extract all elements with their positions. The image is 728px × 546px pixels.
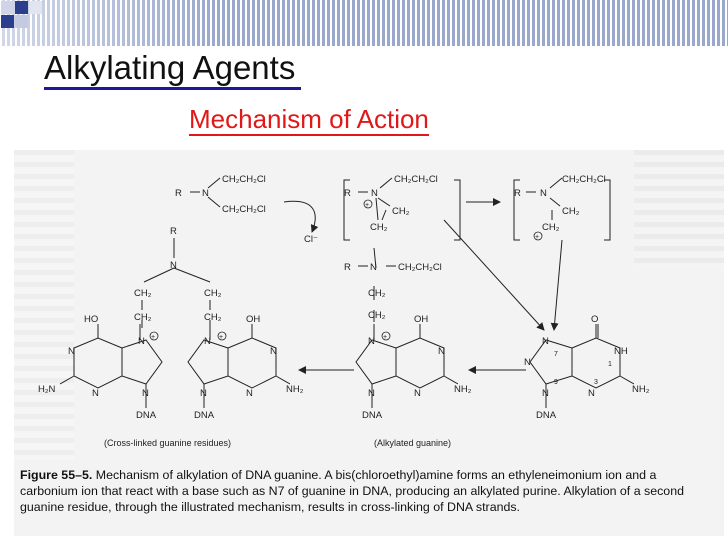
position-1: 1 xyxy=(608,361,612,368)
mustard-n: N xyxy=(202,188,209,199)
positive-charge-icon xyxy=(217,331,227,341)
position-7: 7 xyxy=(554,351,558,358)
alkyl-arm: CH₂CH₂Cl xyxy=(398,262,442,273)
header-stripe-bar xyxy=(0,0,728,46)
crosslink-n: N xyxy=(170,260,177,271)
guanine-nh: NH xyxy=(614,346,628,357)
xg1-n7: N xyxy=(138,336,145,347)
corner-square xyxy=(1,15,14,28)
chloride-ion: Cl⁻ xyxy=(304,234,318,245)
carbonium-r: R xyxy=(514,188,521,199)
xg2-n3: N xyxy=(246,388,253,399)
carbonium-ch2-right: CH₂ xyxy=(562,206,580,217)
positive-charge-sign: + xyxy=(383,334,387,341)
aziridinium-r: R xyxy=(344,188,351,199)
crosslink-ch2-left-upper: CH₂ xyxy=(134,288,152,299)
carbonium-arm: CH₂CH₂Cl xyxy=(562,174,606,185)
guanine-dna: DNA xyxy=(536,410,557,421)
positive-charge-sign: + xyxy=(365,202,369,209)
alkyl-n: N xyxy=(370,262,377,273)
mustard-r: R xyxy=(175,188,182,199)
page-bleed-right xyxy=(634,150,724,270)
crosslinked-label: (Cross-linked guanine residues) xyxy=(104,438,231,448)
xg2-dna: DNA xyxy=(194,410,215,421)
figure-number: Figure 55–5. xyxy=(20,468,93,482)
positive-charge-sign: + xyxy=(151,334,155,341)
guanine-n-ring: N xyxy=(524,357,531,368)
xg2-n9: N xyxy=(200,388,207,399)
xg1-n3: N xyxy=(92,388,99,399)
reaction-scheme: R N CH₂CH₂Cl CH₂CH₂Cl Cl⁻ R N CH₂CH₂Cl C… xyxy=(38,174,650,448)
alkyl-ch2-upper: CH₂ xyxy=(368,288,386,299)
corner-square xyxy=(15,15,28,28)
slide-title: Alkylating Agents xyxy=(44,49,302,90)
position-3: 3 xyxy=(594,379,598,386)
guanine-carbonyl-o: O xyxy=(591,314,598,325)
xg1-ho: HO xyxy=(84,314,98,325)
guanine-n7: N xyxy=(542,336,549,347)
corner-square xyxy=(15,1,28,14)
mustard-arm-upper: CH₂CH₂Cl xyxy=(222,174,266,185)
corner-square xyxy=(29,1,42,14)
xg1-h2n: H₂N xyxy=(38,384,56,395)
figure-caption: Figure 55–5. Mechanism of alkylation of … xyxy=(20,467,710,515)
mustard-arm-lower: CH₂CH₂Cl xyxy=(222,204,266,215)
header-stripe-fade xyxy=(0,0,728,46)
aziridinium-ch2-right: CH₂ xyxy=(392,206,410,217)
carbonium-ch2-bottom: CH₂ xyxy=(542,222,560,233)
position-9: 9 xyxy=(554,379,558,386)
alkyl-n7: N xyxy=(368,336,375,347)
xg2-n7: N xyxy=(204,336,211,347)
slide-subtitle: Mechanism of Action xyxy=(189,104,429,136)
positive-charge-icon xyxy=(381,331,391,341)
corner-square xyxy=(1,1,14,14)
positive-charge-sign: + xyxy=(535,234,539,241)
alkyl-ch2-lower: CH₂ xyxy=(368,310,386,321)
alkylated-label: (Alkylated guanine) xyxy=(374,438,451,448)
alkyl-dna: DNA xyxy=(362,410,383,421)
mechanism-figure: R N CH₂CH₂Cl CH₂CH₂Cl Cl⁻ R N CH₂CH₂Cl C… xyxy=(14,150,724,536)
xg2-n1: N xyxy=(270,346,277,357)
xg1-n1: N xyxy=(68,346,75,357)
aziridinium-arm: CH₂CH₂Cl xyxy=(394,174,438,185)
aziridinium-ch2-bottom: CH₂ xyxy=(370,222,388,233)
guanine-n3: N xyxy=(588,388,595,399)
crosslink-ch2-right-upper: CH₂ xyxy=(204,288,222,299)
guanine-n9: N xyxy=(542,388,549,399)
xg1-dna: DNA xyxy=(136,410,157,421)
alkyl-n1: N xyxy=(438,346,445,357)
page-bleed-left xyxy=(14,150,74,460)
positive-charge-sign: + xyxy=(219,334,223,341)
xg2-nh2: NH₂ xyxy=(286,384,304,395)
aziridinium-n: N xyxy=(371,188,378,199)
crosslink-r: R xyxy=(170,226,177,237)
carbonium-n: N xyxy=(540,188,547,199)
xg1-n9: N xyxy=(142,388,149,399)
positive-charge-icon xyxy=(149,331,159,341)
positive-charge-icon xyxy=(363,199,373,209)
alkyl-n9: N xyxy=(368,388,375,399)
alkyl-oh: OH xyxy=(414,314,428,325)
crosslink-ch2-right-lower: CH₂ xyxy=(204,312,222,323)
alkyl-nh2: NH₂ xyxy=(454,384,472,395)
alkyl-r: R xyxy=(344,262,351,273)
guanine-nh2: NH₂ xyxy=(632,384,650,395)
crosslink-ch2-left-lower: CH₂ xyxy=(134,312,152,323)
positive-charge-icon xyxy=(533,231,543,241)
xg2-oh: OH xyxy=(246,314,260,325)
figure-caption-text: Mechanism of alkylation of DNA guanine. … xyxy=(20,468,684,514)
alkyl-n3: N xyxy=(414,388,421,399)
